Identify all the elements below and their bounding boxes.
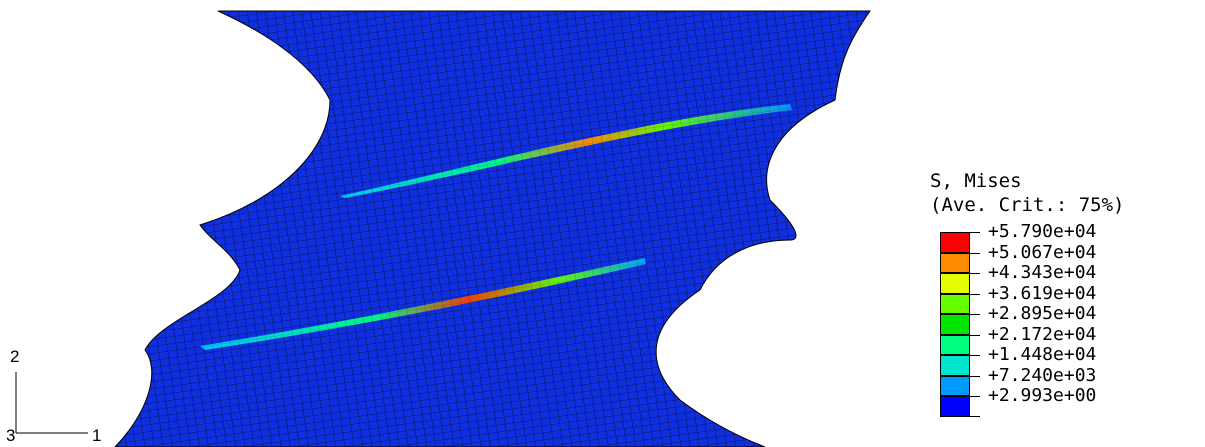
legend-swatch (940, 396, 970, 417)
legend-swatch (940, 252, 970, 273)
legend-value-label: +1.448e+04 (988, 344, 1097, 365)
contour-legend: S, Mises (Ave. Crit.: 75%) +5.790e+04+5.… (930, 170, 1200, 420)
legend-tick (970, 415, 980, 417)
legend-value-label: +3.619e+04 (988, 282, 1097, 304)
legend-title: S, Mises (930, 170, 1022, 192)
legend-tick (970, 252, 980, 254)
legend-tick (970, 375, 980, 377)
legend-value-label: +7.240e+03 (988, 364, 1097, 386)
legend-value-label: +5.067e+04 (988, 241, 1097, 263)
legend-swatch (940, 232, 970, 253)
legend-value-label: +2.172e+04 (988, 323, 1097, 345)
legend-value-label: +4.343e+04 (988, 262, 1097, 283)
legend-value-label: +2.993e+00 (988, 385, 1097, 406)
axis-triad (15, 372, 88, 434)
legend-swatch (940, 273, 970, 294)
legend-swatch (940, 355, 970, 376)
axis-2-label: 2 (10, 347, 20, 366)
legend-tick (970, 232, 980, 233)
legend-subtitle: (Ave. Crit.: 75%) (930, 194, 1125, 216)
legend-tick (970, 334, 980, 336)
legend-tick (970, 314, 980, 315)
legend-tick (970, 355, 980, 356)
axis-3-label: 3 (6, 426, 16, 445)
mesh-outline (114, 10, 871, 447)
legend-swatch (940, 334, 970, 355)
legend-tick (970, 396, 980, 397)
legend-tick (970, 273, 980, 274)
legend-swatch (940, 314, 970, 335)
legend-swatch (940, 293, 970, 314)
legend-tick (970, 293, 980, 295)
legend-swatch (940, 375, 970, 396)
legend-value-label: +5.790e+04 (988, 221, 1097, 242)
axis-1-label: 1 (92, 426, 102, 445)
legend-value-label: +2.895e+04 (988, 303, 1097, 324)
